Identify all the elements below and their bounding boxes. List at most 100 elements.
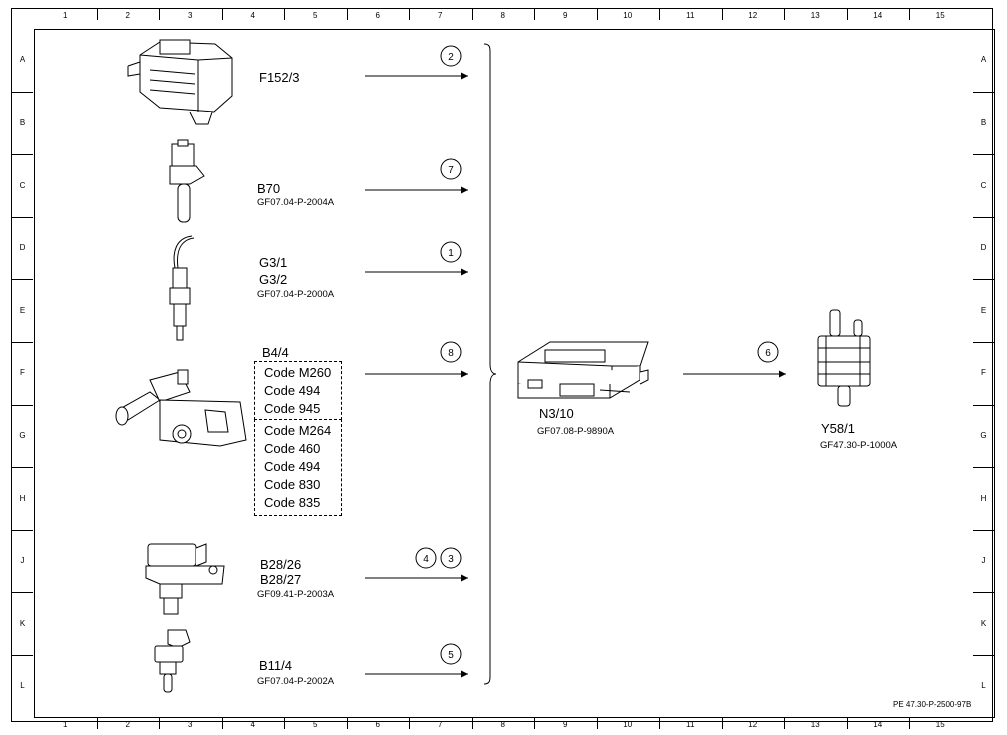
- row-divider: [12, 279, 33, 281]
- document-id: PE 47.30-P-2500-97B: [893, 700, 972, 709]
- row-tick-left: K: [19, 618, 26, 628]
- column-divider: [596, 9, 598, 20]
- component-g32-label: G3/2: [259, 272, 288, 287]
- column-tick-top: 6: [375, 11, 380, 20]
- b70-sensor-illustration: [169, 139, 205, 223]
- component-b70-ref: GF07.04-P-2004A: [257, 197, 335, 208]
- row-divider: [973, 529, 994, 531]
- column-tick-bottom: 4: [250, 720, 255, 729]
- column-divider: [221, 718, 223, 729]
- row-tick-right: A: [980, 55, 987, 65]
- row-divider: [973, 592, 994, 594]
- row-tick-right: H: [980, 493, 987, 503]
- column-tick-bottom: 6: [375, 720, 380, 729]
- column-tick-bottom: 13: [810, 720, 820, 729]
- component-b70-label: B70: [257, 181, 281, 196]
- b44-code-2-4: Code 835: [264, 495, 321, 510]
- row-tick-left: D: [19, 243, 26, 253]
- component-b114-label: B11/4: [259, 658, 293, 673]
- b44-code-2-0: Code M264: [264, 423, 332, 438]
- arrow-number-7: 7: [448, 165, 454, 176]
- signal-arrows: [365, 72, 786, 678]
- control-unit-label: N3/10: [539, 406, 574, 421]
- row-divider: [12, 154, 33, 156]
- column-divider: [346, 9, 348, 20]
- column-divider: [846, 9, 848, 20]
- actuator-ref: GF47.30-P-1000A: [820, 440, 898, 451]
- arrow-number-3: 3: [448, 554, 454, 565]
- component-b2827-label: B28/27: [260, 572, 302, 587]
- column-divider: [784, 718, 785, 729]
- b44-code-2-2: Code 494: [264, 459, 321, 474]
- row-tick-right: F: [981, 368, 986, 378]
- column-tick-bottom: 9: [563, 720, 568, 729]
- row-tick-left: L: [20, 681, 25, 691]
- b114-sensor-illustration: [154, 629, 191, 693]
- component-b2826-label: B28/26: [260, 557, 302, 572]
- column-tick-top: 3: [188, 11, 193, 20]
- row-divider: [973, 154, 994, 156]
- row-tick-left: A: [19, 55, 26, 65]
- column-divider: [721, 718, 723, 729]
- component-b28-ref: GF09.41-P-2003A: [257, 589, 335, 600]
- column-divider: [471, 9, 473, 20]
- b44-code-2-3: Code 830: [264, 477, 321, 492]
- row-tick-left: H: [19, 493, 26, 503]
- row-tick-right: K: [980, 618, 987, 628]
- row-divider: [973, 467, 994, 469]
- column-tick-bottom: 10: [623, 720, 633, 729]
- column-tick-top: 15: [935, 11, 945, 20]
- b44-code-1-1: Code 494: [264, 383, 321, 398]
- b28-sensor-illustration: [145, 543, 225, 615]
- column-divider: [159, 9, 160, 20]
- column-tick-top: 10: [623, 11, 633, 20]
- row-divider: [973, 216, 994, 218]
- row-tick-left: B: [19, 117, 26, 127]
- arrow-number-6: 6: [765, 348, 771, 359]
- arrow-number-4: 4: [423, 554, 429, 565]
- row-tick-right: G: [980, 430, 987, 440]
- column-divider: [96, 9, 98, 20]
- column-tick-top: 13: [810, 11, 820, 20]
- b44-code-group-2: Code M264 Code 460 Code 494 Code 830 Cod…: [254, 419, 342, 516]
- column-divider: [221, 9, 223, 20]
- row-tick-left: J: [20, 556, 25, 566]
- column-divider: [534, 9, 535, 20]
- row-divider: [12, 529, 33, 531]
- column-tick-bottom: 11: [686, 720, 695, 729]
- column-tick-bottom: 2: [125, 720, 130, 729]
- column-tick-bottom: 7: [438, 720, 443, 729]
- column-tick-top: 4: [250, 11, 255, 20]
- f152-module-illustration: [127, 39, 233, 125]
- column-tick-top: 14: [873, 11, 883, 20]
- row-divider: [973, 91, 994, 93]
- row-tick-left: C: [19, 180, 26, 190]
- arrow-number-1: 1: [448, 248, 454, 259]
- g3-sensor-illustration: [169, 235, 195, 341]
- row-tick-right: L: [981, 681, 986, 691]
- column-divider: [721, 9, 723, 20]
- column-divider: [784, 9, 785, 20]
- column-divider: [909, 9, 910, 20]
- component-b44-label: B4/4: [262, 345, 289, 360]
- arrow-number-2: 2: [448, 52, 454, 63]
- row-divider: [12, 342, 33, 343]
- b44-code-2-1: Code 460: [264, 441, 321, 456]
- row-tick-left: F: [20, 368, 25, 378]
- component-f1523-label: F152/3: [259, 70, 300, 85]
- b44-code-1-2: Code 945: [264, 401, 321, 416]
- column-divider: [284, 718, 285, 729]
- row-tick-left: G: [19, 430, 26, 440]
- row-tick-right: D: [980, 243, 987, 253]
- column-divider: [659, 718, 660, 729]
- y581-valve-illustration: [817, 309, 871, 407]
- column-divider: [409, 9, 410, 20]
- row-tick-right: E: [980, 305, 987, 315]
- row-divider: [12, 404, 33, 406]
- arrow-number-5: 5: [448, 650, 454, 661]
- column-divider: [409, 718, 410, 729]
- column-tick-top: 12: [748, 11, 758, 20]
- row-divider: [12, 592, 33, 594]
- row-tick-right: B: [980, 117, 987, 127]
